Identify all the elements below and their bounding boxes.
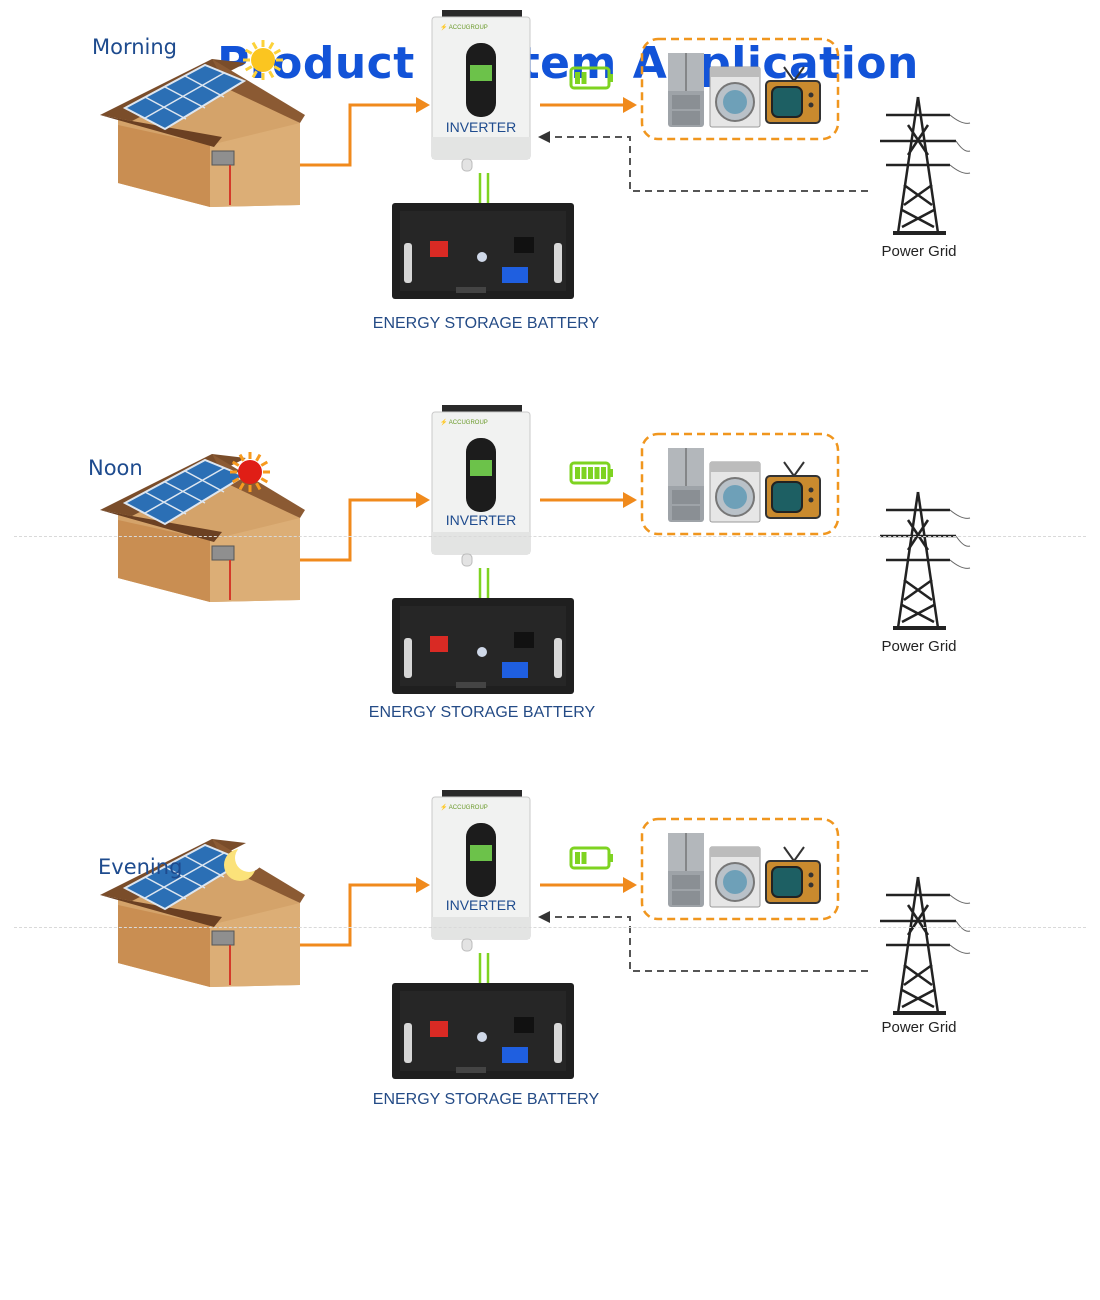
inverter-label: INVERTER <box>445 897 517 913</box>
scene-diagram: ⚡ ACCUGROUP <box>100 10 971 299</box>
house-with-solar-roof-icon <box>100 59 305 207</box>
television-icon <box>765 846 821 904</box>
energy-storage-battery-icon <box>392 983 574 1079</box>
power-tower-icon <box>880 96 971 235</box>
power-grid-label: Power Grid <box>881 1019 957 1036</box>
energy-storage-battery-icon <box>392 598 574 694</box>
scene-diagram: ⚡ ACCUGROUP <box>100 405 971 694</box>
scene-panel-noon: ⚡ ACCUGROUP <box>0 400 1100 790</box>
refrigerator-icon <box>668 53 704 127</box>
solar-flow-arrow <box>300 103 420 167</box>
battery-label: ENERGY STORAGE BATTERY <box>368 704 596 721</box>
time-of-day-label: Morning <box>92 35 178 59</box>
solar-flow-arrow <box>300 883 420 947</box>
charge-level-icon <box>569 66 613 90</box>
sun-icon <box>243 40 283 80</box>
scene-diagram: ⚡ ACCUGROUP <box>100 790 971 1079</box>
svg-text:⚡ ACCUGROUP: ⚡ ACCUGROUP <box>440 803 488 811</box>
inverter-icon: ⚡ ACCUGROUP <box>431 405 531 567</box>
section-divider <box>14 536 1086 537</box>
scene-panel-morning: ⚡ ACCUGROUP <box>0 5 1100 395</box>
grid-flow-arrow <box>538 911 868 972</box>
appliances-box <box>640 37 840 141</box>
solar-flow-arrow <box>300 498 420 562</box>
battery-label: ENERGY STORAGE BATTERY <box>372 315 600 332</box>
energy-storage-battery-icon <box>392 203 574 299</box>
refrigerator-icon <box>668 833 704 907</box>
house-with-solar-roof-icon <box>100 454 305 602</box>
washing-machine-icon <box>709 66 761 128</box>
power-tower-icon <box>880 491 971 630</box>
appliances-box <box>640 432 840 536</box>
section-divider <box>14 927 1086 928</box>
hot-sun-icon <box>230 452 270 492</box>
power-grid-label: Power Grid <box>881 243 957 260</box>
television-icon <box>765 66 821 124</box>
svg-text:⚡ ACCUGROUP: ⚡ ACCUGROUP <box>440 418 488 426</box>
washing-machine-icon <box>709 461 761 523</box>
battery-label: ENERGY STORAGE BATTERY <box>372 1091 600 1108</box>
appliances-box <box>640 817 840 921</box>
inverter-label: INVERTER <box>445 119 517 135</box>
inverter-icon: ⚡ ACCUGROUP <box>431 790 531 952</box>
inverter-icon: ⚡ ACCUGROUP <box>431 10 531 172</box>
scene-panel-evening: ⚡ ACCUGROUP <box>0 785 1100 1175</box>
television-icon <box>765 461 821 519</box>
power-grid-label: Power Grid <box>881 638 957 655</box>
power-tower-icon <box>880 876 971 1015</box>
svg-text:⚡ ACCUGROUP: ⚡ ACCUGROUP <box>440 23 488 31</box>
time-of-day-label: Evening <box>98 855 183 879</box>
time-of-day-label: Noon <box>88 456 143 480</box>
moon-icon <box>224 844 263 881</box>
charge-level-icon <box>569 846 613 870</box>
refrigerator-icon <box>668 448 704 522</box>
washing-machine-icon <box>709 846 761 908</box>
inverter-label: INVERTER <box>445 512 517 528</box>
grid-flow-arrow <box>538 131 868 192</box>
charge-level-icon <box>569 461 613 485</box>
